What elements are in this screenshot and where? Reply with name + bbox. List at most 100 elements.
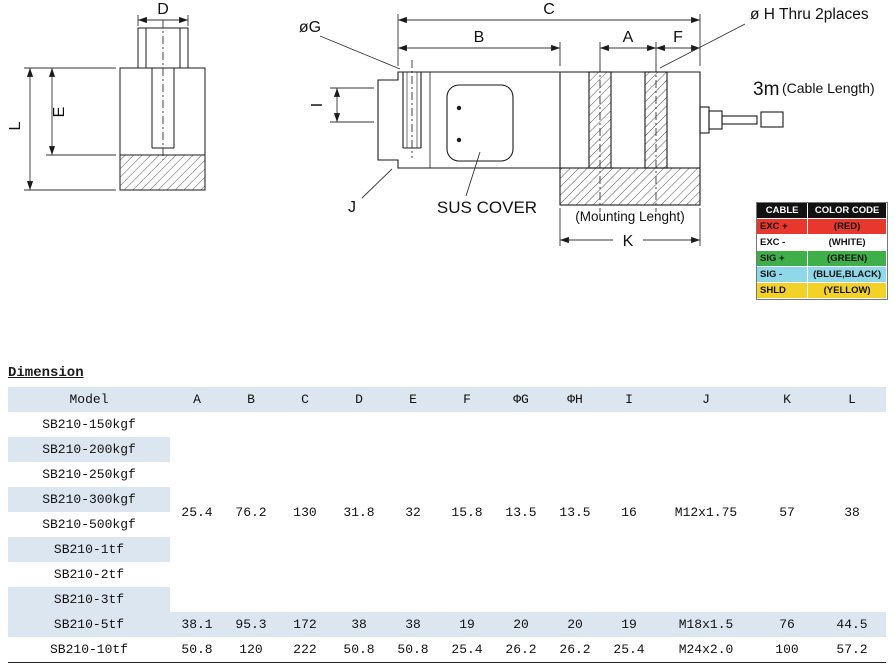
- value-cell: 32: [405, 504, 421, 520]
- value-cell: 50.8: [397, 642, 429, 657]
- dim-label-I: I: [309, 103, 326, 107]
- table-row: SB210-250kgf: [8, 462, 886, 487]
- table-row: SB210-500kgf: [8, 512, 886, 537]
- table-row: SB210-5tf 38.1 95.3 172 38 38 19 20 20 1…: [8, 612, 886, 637]
- table-row: SB210-1tf: [8, 537, 886, 562]
- table-row: SB210-200kgf: [8, 437, 886, 462]
- value-cell: 76: [756, 612, 818, 637]
- table-row: SB210-2tf: [8, 562, 886, 587]
- cover-dot: [456, 105, 462, 111]
- model-cell: SB210-10tf: [49, 642, 128, 657]
- model-cell: SB210-300kgf: [8, 487, 170, 512]
- cable-header-cable: CABLE: [757, 203, 809, 219]
- value-cell: 25.4: [181, 504, 213, 520]
- value-cell: 100: [775, 642, 799, 657]
- col-header-b: B: [224, 387, 278, 412]
- model-cell: SB210-3tf: [8, 587, 170, 612]
- table-row: SB210-300kgf: [8, 487, 886, 512]
- col-header-a: A: [170, 387, 224, 412]
- cable-label: EXC +: [757, 219, 809, 235]
- value-cell: 95.3: [224, 612, 278, 637]
- cable-length-label: (Cable Length): [782, 80, 875, 96]
- cable-header-color-code: COLOR CODE: [808, 203, 887, 219]
- col-header-i: I: [602, 387, 656, 412]
- value-cell: 172: [278, 612, 332, 637]
- col-header-phi-g: ΦG: [494, 387, 548, 412]
- col-header-e: E: [386, 387, 440, 412]
- side-view-dimensions: [319, 14, 746, 246]
- dim-label-E: E: [51, 107, 68, 118]
- cable-length-value: 3m: [753, 79, 779, 100]
- value-cell: 15.8: [451, 504, 483, 520]
- dim-label-A: A: [623, 29, 634, 46]
- value-cell: 57: [779, 504, 795, 520]
- value-cell: 25.4: [451, 642, 483, 657]
- value-cell: 26.2: [505, 642, 537, 657]
- model-cell: SB210-1tf: [8, 537, 170, 562]
- value-cell: 20: [494, 612, 548, 637]
- dimension-table-header-row: Model A B C D E F ΦG ΦH I J K L: [8, 387, 886, 412]
- cable-color-name: (GREEN): [808, 251, 887, 267]
- value-cell: 31.8: [343, 504, 375, 520]
- cable-color-name: (BLUE,BLACK): [808, 267, 887, 283]
- cable: [721, 115, 758, 125]
- value-cell: 13.5: [559, 504, 591, 520]
- value-cell: 20: [548, 612, 602, 637]
- value-cell: 19: [602, 612, 656, 637]
- cover-dot: [456, 137, 462, 143]
- value-cell: M12x1.75: [674, 504, 738, 520]
- value-cell: 26.2: [559, 642, 591, 657]
- value-cell: 38: [844, 504, 860, 520]
- cable-label: SIG +: [757, 251, 809, 267]
- dim-label-F: F: [673, 29, 683, 46]
- value-cell: 130: [293, 504, 317, 520]
- value-cell: 16: [621, 504, 637, 520]
- cable-row-sig-minus: SIG - (BLUE,BLACK): [757, 267, 887, 283]
- value-cell: 50.8: [343, 642, 375, 657]
- col-header-c: C: [278, 387, 332, 412]
- cable-row-exc-minus: EXC - (WHITE): [757, 235, 887, 251]
- value-cell: 76.2: [235, 504, 267, 520]
- table-row: SB210-3tf: [8, 587, 886, 612]
- value-cell: 57.2: [836, 642, 868, 657]
- cable-color-code-table: CABLE COLOR CODE EXC + (RED) EXC - (WHIT…: [756, 202, 888, 300]
- model-cell: SB210-5tf: [8, 612, 170, 637]
- model-cell: SB210-2tf: [53, 567, 125, 582]
- value-cell: M18x1.5: [656, 612, 756, 637]
- model-cell: SB210-200kgf: [8, 437, 170, 462]
- value-cell: 50.8: [181, 642, 213, 657]
- value-cell: 19: [440, 612, 494, 637]
- dim-label-L: L: [7, 121, 24, 130]
- cable-table-header-row: CABLE COLOR CODE: [757, 203, 887, 219]
- mounting-length-label: (Mounting Lenght): [575, 209, 685, 224]
- value-cell: 222: [293, 642, 317, 657]
- model-cell: SB210-500kgf: [42, 517, 136, 532]
- cable-color-name: (YELLOW): [808, 283, 887, 299]
- end-view-dimensions: [24, 15, 189, 191]
- value-cell: 120: [239, 642, 263, 657]
- cable-label: EXC -: [757, 235, 809, 251]
- col-header-d: D: [332, 387, 386, 412]
- sus-cover-plate: [446, 84, 514, 162]
- cable-gland-nut: [708, 110, 723, 130]
- model-cell: SB210-150kgf: [42, 417, 136, 432]
- value-cell: 38: [386, 612, 440, 637]
- value-cell: M24x2.0: [678, 642, 734, 657]
- technical-drawing: D E L: [7, 1, 875, 250]
- dim-label-K: K: [623, 233, 634, 250]
- table-row: SB210-10tf 50.8 120 222 50.8 50.8 25.4 2…: [8, 637, 886, 663]
- mounting-surface: [559, 167, 701, 206]
- dim-label-C: C: [543, 1, 555, 18]
- model-cell: SB210-250kgf: [42, 467, 136, 482]
- value-cell: 38: [332, 612, 386, 637]
- table-row: SB210-150kgf 25.4 76.2 130 31.8 32 15.8 …: [8, 412, 886, 520]
- col-header-phi-h: ΦH: [548, 387, 602, 412]
- col-header-j: J: [656, 387, 756, 412]
- col-header-model: Model: [8, 387, 170, 412]
- cable-row-shld: SHLD (YELLOW): [757, 283, 887, 299]
- col-header-l: L: [818, 387, 886, 412]
- cable-color-name: (WHITE): [808, 235, 887, 251]
- cable-label: SIG -: [757, 267, 809, 283]
- cable-row-exc-plus: EXC + (RED): [757, 219, 887, 235]
- value-cell: 25.4: [613, 642, 645, 657]
